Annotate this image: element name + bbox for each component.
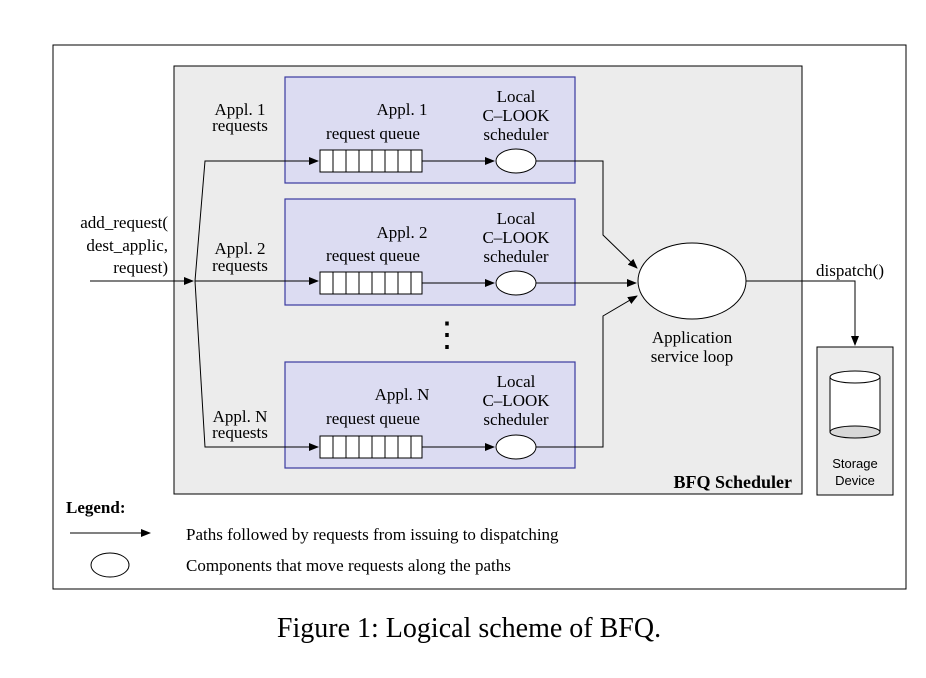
input-label-line-3: request) [113, 258, 168, 277]
app-n-local-scheduler [495, 434, 537, 460]
legend-title: Legend: [66, 498, 126, 517]
app-2-request-queue [319, 271, 423, 295]
ellipsis-dots: ⋮ [430, 317, 464, 354]
legend-item-paths: Paths followed by requests from issuing … [186, 525, 559, 544]
app-1-queue-label-2: request queue [326, 124, 420, 143]
app-2-requests-label-2: requests [212, 256, 268, 275]
storage-label-2: Device [835, 473, 875, 488]
service-loop-label-2: service loop [651, 347, 734, 366]
app-n-scheduler-label-2: C–LOOK [482, 391, 550, 410]
app-n-scheduler-label-1: Local [497, 372, 536, 391]
app-2-scheduler-label-3: scheduler [483, 247, 548, 266]
app-2-scheduler-label-2: C–LOOK [482, 228, 550, 247]
app-1-scheduler-label-3: scheduler [483, 125, 548, 144]
app-n-queue-label-2: request queue [326, 409, 420, 428]
application-service-loop [637, 242, 747, 320]
figure-caption: Figure 1: Logical scheme of BFQ. [277, 613, 661, 644]
input-label-line-2: dest_applic, [86, 236, 168, 255]
app-2-requests-label: Appl. 2 [215, 239, 266, 258]
app-1-scheduler-label-2: C–LOOK [482, 106, 550, 125]
app-1-local-scheduler [495, 148, 537, 174]
app-2-local-scheduler [495, 270, 537, 296]
app-2-queue-label-2: request queue [326, 246, 420, 265]
legend-item-components: Components that move requests along the … [186, 556, 511, 575]
app-n-request-queue [319, 435, 423, 459]
bfq-scheduler-label: BFQ Scheduler [673, 472, 792, 492]
app-n-requests-label: Appl. N [213, 407, 268, 426]
request-paths [90, 157, 859, 451]
app-1-scheduler-label-1: Local [497, 87, 536, 106]
dispatch-label: dispatch() [816, 261, 884, 280]
app-n-queue-label: Appl. N [375, 385, 430, 404]
app-2-queue-label: Appl. 2 [377, 223, 428, 242]
app-n-scheduler-label-3: scheduler [483, 410, 548, 429]
app-1-requests-label-2: requests [212, 116, 268, 135]
app-1-requests-label: Appl. 1 [215, 100, 266, 119]
legend-ellipse-icon [90, 552, 130, 578]
app-1-request-queue [319, 149, 423, 173]
storage-label-1: Storage [832, 456, 878, 471]
app-1-queue-label: Appl. 1 [377, 100, 428, 119]
app-2-scheduler-label-1: Local [497, 209, 536, 228]
input-label-line-1: add_request( [80, 213, 168, 232]
app-n-requests-label-2: requests [212, 423, 268, 442]
service-loop-label-1: Application [652, 328, 733, 347]
storage-cylinder-icon [829, 370, 881, 439]
